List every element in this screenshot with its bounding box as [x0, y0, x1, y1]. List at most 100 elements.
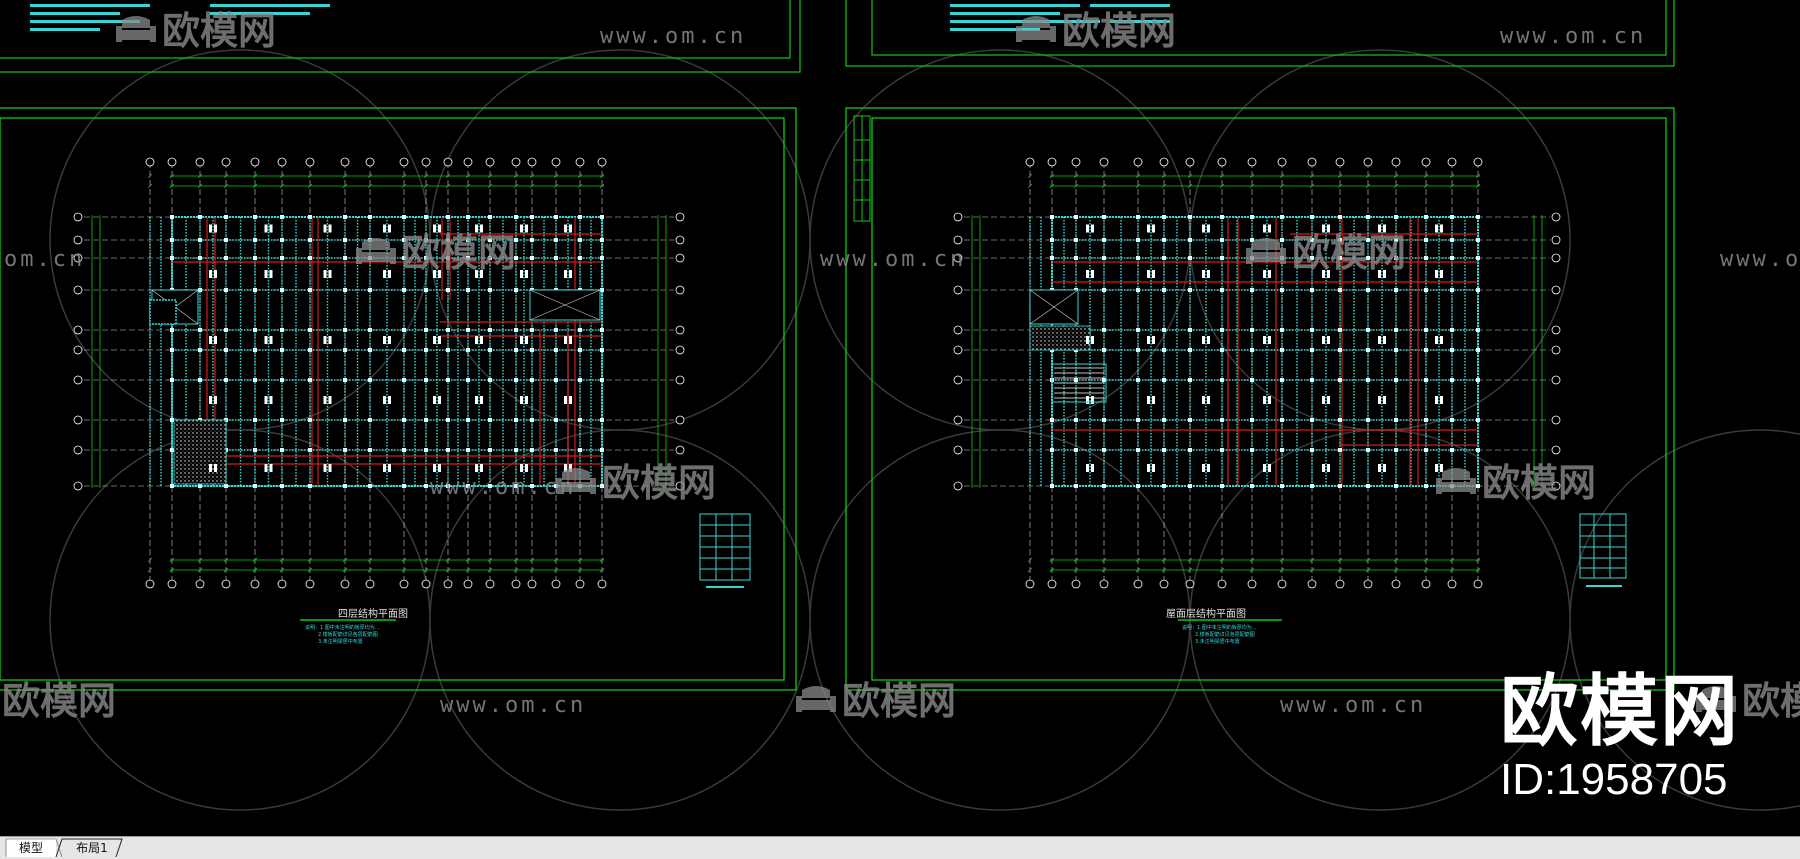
column — [1050, 484, 1054, 488]
column — [343, 328, 347, 332]
beam-label — [1383, 396, 1386, 404]
column — [488, 418, 492, 422]
beam-label — [383, 396, 386, 404]
column — [368, 448, 372, 452]
beam-label — [1440, 270, 1443, 278]
beam-label — [269, 464, 273, 472]
column — [488, 256, 492, 260]
dimension-tick — [1101, 567, 1107, 573]
axis-bubble — [485, 579, 495, 589]
column — [1310, 256, 1314, 260]
axis-bubble — [421, 157, 431, 167]
dimension-tick — [401, 557, 407, 563]
dimension-tick — [401, 567, 407, 573]
column — [224, 328, 228, 332]
dimension-tick — [445, 183, 451, 189]
beam-label — [328, 270, 332, 278]
column — [1450, 418, 1454, 422]
column — [253, 256, 257, 260]
column — [1310, 238, 1314, 242]
column — [578, 238, 582, 242]
layout-tab-bar: 模型 布局1 — [0, 836, 1800, 859]
column — [198, 288, 202, 292]
column — [308, 484, 312, 488]
column — [1476, 328, 1480, 332]
watermark-url: www.om.cn — [440, 693, 586, 718]
column — [1450, 348, 1454, 352]
tab-layout-1[interactable]: 布局1 — [64, 839, 120, 857]
column — [424, 378, 428, 382]
watermark-logo: 欧模网 — [1246, 231, 1406, 275]
axis-bubble — [597, 579, 607, 589]
column — [1310, 484, 1314, 488]
column — [1280, 348, 1284, 352]
dimension-tick — [401, 173, 407, 179]
column — [1050, 215, 1054, 219]
column — [446, 256, 450, 260]
dimension-tick — [342, 173, 348, 179]
beam-label — [1202, 224, 1205, 233]
beam-label — [520, 336, 523, 344]
beam-label — [209, 464, 212, 472]
column — [253, 238, 257, 242]
column — [530, 418, 534, 422]
sofa-icon — [1016, 16, 1056, 42]
cad-model-space[interactable]: 四层结构平面图 说明：1.图中未注明的板厚均为… 2.楼板配筋详见各层配筋图 3… — [0, 0, 1800, 836]
column — [253, 448, 257, 452]
axis-bubble — [73, 285, 83, 295]
column — [1102, 238, 1106, 242]
axis-bubble — [1447, 579, 1457, 589]
column — [1450, 288, 1454, 292]
column — [1050, 418, 1054, 422]
column — [600, 418, 604, 422]
axis-bubble — [1551, 253, 1561, 263]
beam-label — [475, 270, 478, 278]
beam-label — [1378, 336, 1381, 344]
column — [1188, 418, 1192, 422]
beam-label — [1152, 224, 1155, 233]
dimension-tick — [1187, 567, 1193, 573]
beam-label — [564, 396, 567, 404]
column — [1220, 256, 1224, 260]
column — [1394, 418, 1398, 422]
beam-label — [1327, 224, 1330, 233]
beam-label — [1147, 464, 1150, 472]
axis-bubble — [167, 579, 177, 589]
axis-bubble — [1185, 579, 1195, 589]
dimension-tick — [577, 183, 583, 189]
column — [1162, 448, 1166, 452]
stair-steps — [1054, 367, 1104, 399]
column — [253, 328, 257, 332]
dimension-tick — [169, 567, 175, 573]
beam-label — [569, 464, 572, 472]
column — [1102, 288, 1106, 292]
dimension-tick — [465, 173, 471, 179]
sofa-icon — [1246, 238, 1286, 264]
column — [600, 448, 604, 452]
column — [343, 484, 347, 488]
axis-bubble — [1551, 325, 1561, 335]
dimension-tick — [1049, 173, 1055, 179]
sofa-icon — [116, 16, 156, 42]
column — [424, 328, 428, 332]
column — [198, 484, 202, 488]
dimension-tick — [252, 173, 258, 179]
dimension-tick — [465, 557, 471, 563]
beam-label — [480, 464, 483, 472]
dimension-tick — [487, 567, 493, 573]
column — [1188, 256, 1192, 260]
column — [253, 288, 257, 292]
column — [308, 238, 312, 242]
column — [530, 215, 534, 219]
dimension-tick — [342, 567, 348, 573]
tab-model[interactable]: 模型 — [6, 839, 56, 857]
column — [368, 348, 372, 352]
dimension-lines — [971, 173, 1543, 573]
axis-bubble — [73, 325, 83, 335]
sheet-right-note-1: 2.楼板配筋详见各层配筋图 — [1195, 631, 1255, 638]
column — [1310, 328, 1314, 332]
axis-bubble — [1551, 415, 1561, 425]
column — [1220, 378, 1224, 382]
dimension-tick — [252, 567, 258, 573]
dimension-tick — [1187, 183, 1193, 189]
